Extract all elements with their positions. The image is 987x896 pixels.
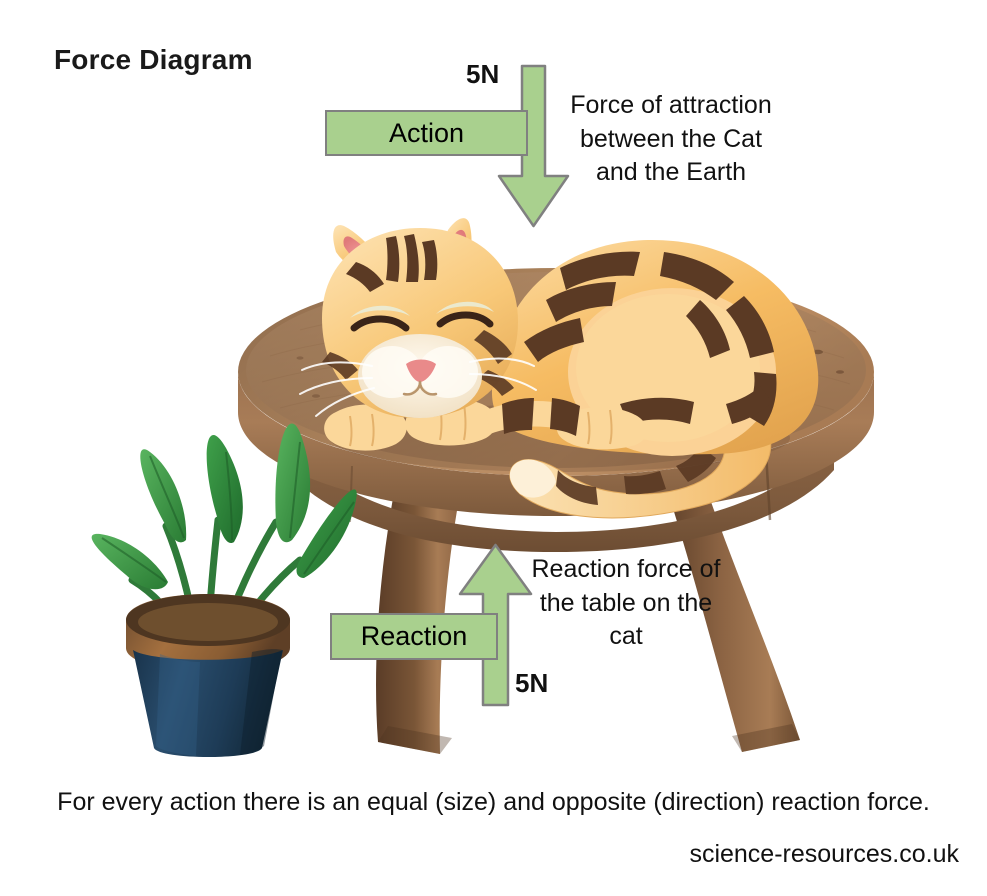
reaction-label-text: Reaction	[360, 621, 468, 651]
action-force-arrow	[497, 64, 570, 228]
action-label-box: Action	[325, 110, 528, 156]
newtons-third-law-caption: For every action there is an equal (size…	[57, 788, 930, 816]
source-watermark: science-resources.co.uk	[689, 840, 959, 868]
plant-illustration	[91, 423, 357, 757]
reaction-description: Reaction force of the table on the cat	[531, 555, 721, 650]
action-magnitude-label: 5N	[466, 59, 500, 89]
page-title: Force Diagram	[54, 44, 253, 75]
reaction-label-box: Reaction	[330, 613, 498, 660]
action-description: Force of attraction between the Cat and …	[570, 91, 772, 186]
cat-illustration	[299, 218, 819, 519]
action-label-text: Action	[388, 117, 465, 148]
reaction-magnitude-label: 5N	[515, 668, 549, 698]
